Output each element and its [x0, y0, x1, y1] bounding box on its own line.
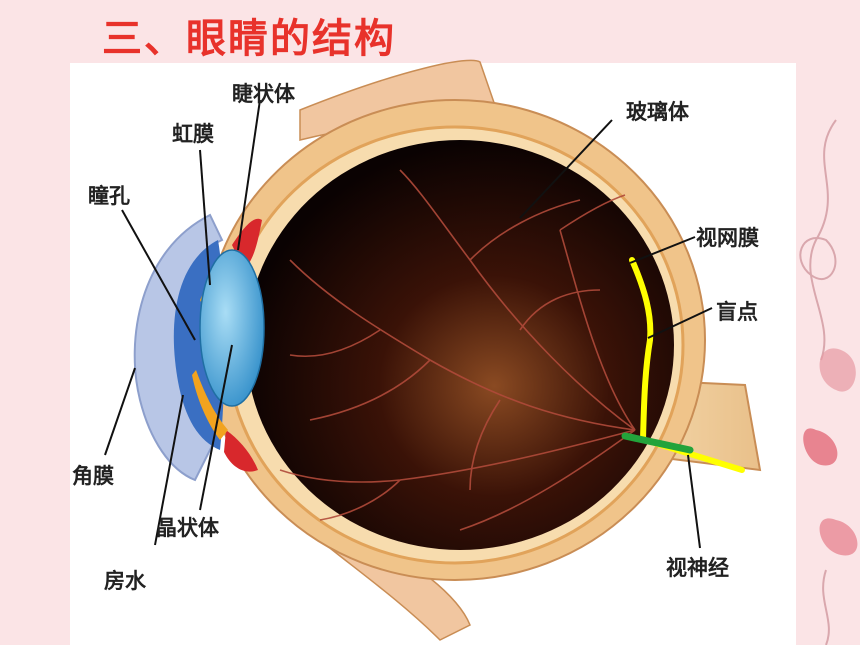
label-pupil: 瞳孔 — [88, 184, 130, 208]
label-cornea: 角膜 — [72, 464, 114, 488]
leader-lens — [199, 344, 233, 511]
retina-highlight — [629, 257, 654, 443]
leader-pupil — [121, 209, 196, 341]
label-blind-spot: 盲点 — [716, 300, 758, 324]
optic-disc-highlight-green — [621, 432, 694, 454]
leader-vitreous — [519, 119, 613, 219]
label-vitreous-body: 玻璃体 — [626, 100, 689, 124]
ciliary-body-bottom — [224, 430, 258, 472]
floral-decoration — [799, 119, 858, 645]
label-ciliary-body: 睫状体 — [232, 82, 295, 106]
lens — [199, 249, 265, 407]
label-optic-nerve: 视神经 — [666, 556, 729, 580]
leader-retina — [629, 236, 696, 264]
slide-title: 三、眼睛的结构 — [102, 16, 396, 62]
iris-bottom — [192, 370, 228, 440]
leader-cornea — [104, 367, 136, 456]
label-iris: 虹膜 — [172, 122, 214, 146]
label-retina: 视网膜 — [696, 226, 759, 250]
leader-ciliary — [237, 99, 261, 251]
leader-aqueous — [154, 394, 184, 546]
label-aqueous-humor: 房水 — [104, 569, 146, 593]
leader-blind-spot — [647, 307, 713, 339]
label-lens: 晶状体 — [156, 516, 219, 540]
blood-vessels — [279, 169, 636, 531]
leader-iris — [199, 149, 211, 286]
leader-optic-nerve — [687, 454, 701, 549]
